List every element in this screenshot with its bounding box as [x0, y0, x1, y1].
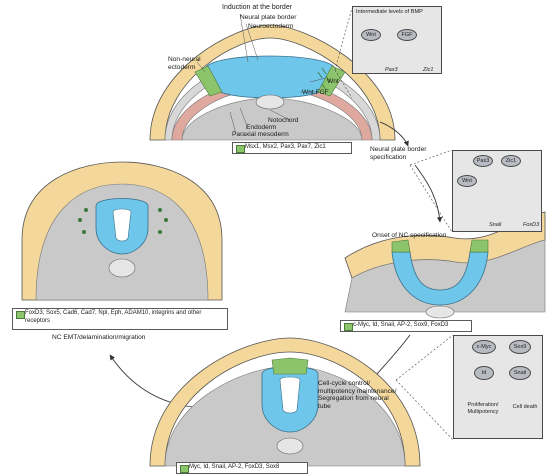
green-swatch: [344, 323, 353, 331]
notochord: [256, 95, 284, 109]
delamination-markers: FoxD3, Sox5, Cad6, Cad7, Npl, Eph, ADAM1…: [25, 310, 201, 324]
green-swatch: [236, 145, 245, 153]
arrow-to-onset: [415, 165, 440, 222]
zic1-node: Zic1: [501, 155, 521, 167]
id-node: Id: [474, 366, 494, 380]
wnt-node: Wnt: [361, 29, 381, 41]
bmp-inset: Intermediate levels of BMP Wnt FGF Pax3 …: [352, 6, 442, 74]
onset-markers: c-Myc, Id, Snail, AP-2, Sox9, FoxD3: [353, 322, 448, 328]
delamination-caption: NC EMT/delamination/migration: [52, 334, 145, 342]
snail-node: Snail: [509, 366, 531, 380]
bmp-inset-title: Intermediate levels of BMP: [356, 9, 440, 16]
pax3-node: Pax3: [473, 155, 493, 167]
green-swatch: [180, 465, 189, 473]
neural-plate-border-label: Neural plate border: [240, 14, 296, 22]
spec-inset: Pax3 Zic1 Wnt Snail FoxD3: [452, 150, 542, 232]
maintenance-markers: Myc, Id, Snail, AP-2, FoxD3, Sox8: [189, 464, 279, 470]
non-neural-ectoderm-label: Non-neural ectoderm: [168, 56, 206, 71]
fgf-node: FGF: [397, 29, 417, 41]
cell-death-outcome: Cell death: [510, 404, 540, 411]
onset-title: Onset of NC specification: [372, 232, 446, 240]
cycle-inset: c-Myc Id Sox9 Snail Proliferation/ Multi…: [453, 335, 543, 439]
green-swatch: [16, 311, 25, 319]
proliferation-outcome: Proliferation/ Multipotency: [456, 402, 510, 415]
delamination-embryo: [22, 162, 222, 300]
paraxial-mesoderm-label: Paraxial mesoderm: [232, 131, 289, 139]
induction-title: Induction at the border: [222, 4, 292, 12]
sox9-node: Sox9: [509, 340, 531, 354]
maintenance-marker-box: Myc, Id, Snail, AP-2, FoxD3, Sox8: [176, 462, 308, 474]
wnt-node-spec: Wnt: [457, 175, 477, 187]
wnt-label: Wnt: [327, 78, 339, 86]
pax3-gene: Pax3: [385, 67, 398, 73]
induction-marker-box: Msx1, Msx2, Pax3, Pax7, Zic1: [232, 142, 352, 154]
zic1-gene: Zic1: [423, 67, 433, 73]
delamination-marker-box: FoxD3, Sox5, Cad6, Cad7, Npl, Eph, ADAM1…: [12, 308, 228, 330]
snail-gene: Snail: [489, 222, 501, 228]
onset-marker-box: c-Myc, Id, Snail, AP-2, Sox9, FoxD3: [340, 320, 472, 332]
neuroectoderm-label: Neuroectoderm: [248, 23, 293, 31]
maintenance-caption: Cell-cycle control/ multipotency mainten…: [318, 380, 400, 410]
cmyc-node: c-Myc: [472, 340, 496, 354]
foxd3-gene: FoxD3: [523, 222, 539, 228]
induction-markers: Msx1, Msx2, Pax3, Pax7, Zic1: [245, 144, 326, 150]
wnt-fgf-label: Wnt FGF: [302, 89, 329, 97]
border-spec-label: Neural plate border specification: [370, 146, 428, 161]
